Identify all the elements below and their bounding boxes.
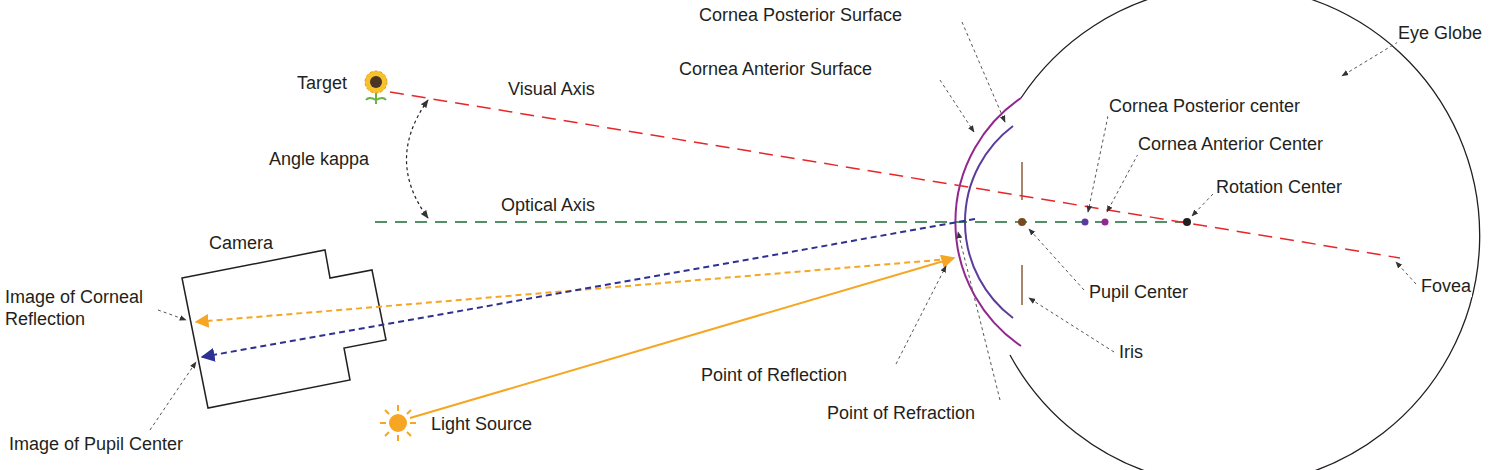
angle-arc bbox=[407, 100, 429, 218]
light-icon bbox=[380, 405, 416, 441]
part-label: Cornea Anterior Surface bbox=[678, 58, 873, 80]
point-label: Point of Reflection bbox=[700, 364, 848, 386]
eye-globe bbox=[1010, 0, 1480, 470]
leader-lines bbox=[150, 22, 1416, 430]
light-ray bbox=[410, 258, 954, 418]
reflected-ray bbox=[196, 259, 950, 322]
source-label: Light Source bbox=[430, 413, 533, 435]
angle-label: Angle kappa bbox=[268, 148, 370, 170]
camera bbox=[182, 250, 386, 408]
camera-label: Camera bbox=[208, 232, 274, 254]
axis-label: Optical Axis bbox=[500, 194, 596, 216]
part-label: Cornea Anterior Center bbox=[1137, 133, 1324, 155]
part-label: Cornea Posterior Surface bbox=[698, 4, 903, 26]
iris bbox=[1021, 265, 1023, 305]
rotation-center bbox=[1183, 218, 1191, 226]
posterior-center bbox=[1082, 219, 1089, 226]
part-label: Pupil Center bbox=[1088, 281, 1189, 303]
optical-axis bbox=[375, 221, 1187, 223]
part-label: Fovea bbox=[1420, 275, 1472, 297]
part-label: Rotation Center bbox=[1215, 176, 1343, 198]
image-label: Image of Pupil Center bbox=[8, 433, 184, 455]
anterior-center bbox=[1102, 219, 1109, 226]
iris bbox=[1021, 162, 1023, 200]
point-label: Point of Refraction bbox=[826, 402, 976, 424]
pupil-ray bbox=[202, 219, 975, 357]
image-label: Image of Corneal Reflection bbox=[4, 286, 156, 330]
axis-label: Visual Axis bbox=[507, 78, 596, 100]
part-label: Iris bbox=[1118, 341, 1144, 363]
part-label: Cornea Posterior center bbox=[1108, 95, 1301, 117]
target-label: Target bbox=[296, 72, 348, 94]
target-icon bbox=[365, 71, 387, 104]
pupil-center bbox=[1018, 218, 1026, 226]
part-label: Eye Globe bbox=[1397, 22, 1483, 44]
